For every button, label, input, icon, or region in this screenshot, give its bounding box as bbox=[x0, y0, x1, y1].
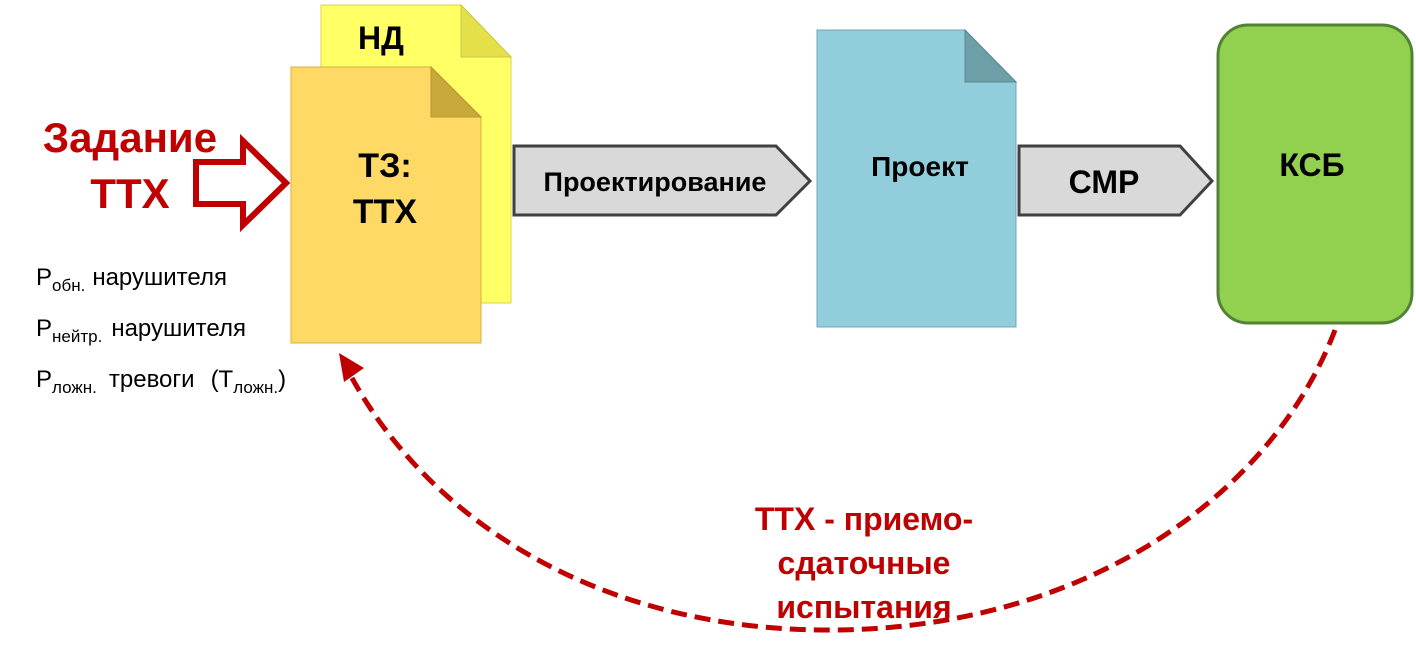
parameter-subscript: нейтр. bbox=[52, 327, 102, 346]
feedback-dashed-arrow bbox=[339, 329, 1338, 633]
parameter-extra-subscript: ложн. bbox=[233, 378, 278, 397]
ksb-label: КСБ bbox=[1279, 147, 1344, 183]
feedback-label-line1: ТТХ - приемо- bbox=[755, 501, 973, 537]
feedback-arrowhead bbox=[339, 353, 364, 382]
parameter-symbol: P bbox=[36, 366, 52, 393]
parameter-item: Pобн. нарушителя bbox=[36, 264, 227, 295]
project-label: Проект bbox=[871, 151, 969, 182]
tz-document bbox=[290, 65, 483, 344]
smr-process-arrow bbox=[1017, 144, 1215, 217]
tz-label-line2: ТТХ bbox=[353, 193, 418, 231]
parameter-subscript: обн. bbox=[52, 276, 85, 295]
tz-label-line1: ТЗ: bbox=[358, 147, 411, 185]
feedback-label-line2: сдаточные bbox=[778, 545, 951, 581]
input-block-arrow bbox=[193, 133, 291, 233]
ksb-box bbox=[1216, 23, 1414, 325]
parameter-text: тревоги bbox=[109, 366, 195, 393]
parameter-text: нарушителя bbox=[111, 315, 246, 342]
parameter-text: нарушителя bbox=[92, 264, 227, 291]
parameter-item: Pложн.тревоги(Tложн.) bbox=[36, 366, 286, 397]
parameter-symbol: P bbox=[36, 264, 52, 291]
parameter-item: Pнейтр. нарушителя bbox=[36, 315, 246, 346]
parameter-subscript: ложн. bbox=[52, 378, 97, 397]
parameter-extra-close: ) bbox=[278, 366, 286, 393]
input-title-line2: ТТХ bbox=[90, 170, 169, 217]
feedback-label-line3: испытания bbox=[776, 589, 951, 625]
design-process-arrow bbox=[512, 144, 813, 217]
input-title-line1: Задание bbox=[43, 114, 217, 161]
parameter-symbol: P bbox=[36, 315, 52, 342]
parameter-list: Pобн. нарушителя Pнейтр. нарушителя Pложн.… bbox=[36, 264, 286, 397]
project-document bbox=[816, 28, 1018, 328]
smr-label: СМР bbox=[1069, 164, 1140, 200]
nd-label: НД bbox=[358, 20, 404, 56]
parameter-extra-symbol: (T bbox=[211, 366, 234, 393]
design-label: Проектирование bbox=[544, 167, 767, 197]
